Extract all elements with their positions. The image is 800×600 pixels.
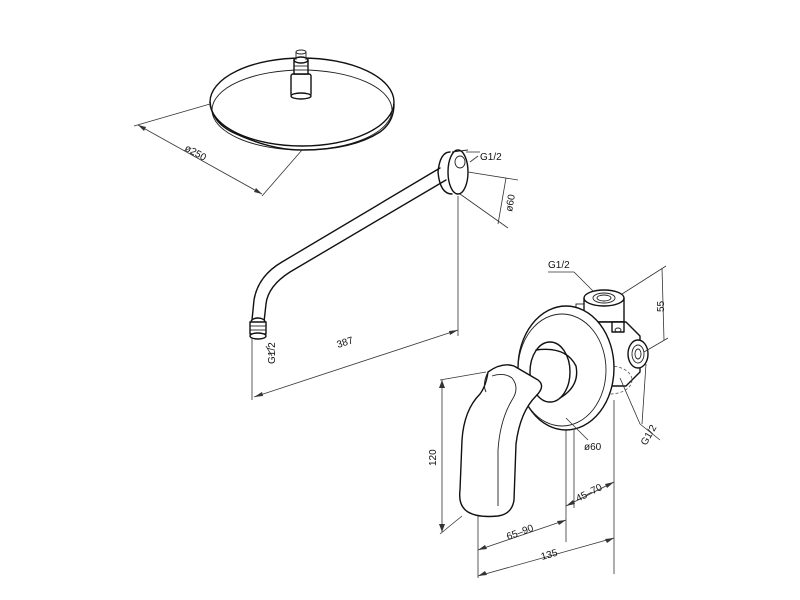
valve-height-label: 55 — [656, 300, 667, 312]
lever-handle — [458, 364, 543, 518]
arm-dimensions: G1/2 ø60 387 G1/2 — [251, 151, 519, 400]
arm-wall-flange — [437, 149, 469, 195]
trim-plate — [517, 305, 615, 431]
trim-diameter-label: ø60 — [584, 442, 602, 453]
depth-small-label: 45–70 — [574, 482, 604, 505]
arm-outlet-thread-label: G1/2 — [267, 342, 278, 364]
arm-thread-label: G1/2 — [480, 152, 502, 163]
depth-total-label: 135 — [540, 548, 559, 563]
valve-side-thread-label: G1/2 — [639, 423, 660, 448]
valve-top-thread-label: G1/2 — [548, 260, 570, 271]
arm-length-label: 387 — [336, 335, 356, 351]
head-connector — [290, 49, 312, 100]
depth-mid-label: 65–90 — [505, 523, 535, 543]
head-diameter-label: ø250 — [183, 143, 209, 164]
shower-head — [209, 49, 395, 151]
shower-arm — [249, 149, 469, 340]
handle-height-label: 120 — [428, 449, 439, 466]
arm-flange-diameter-label: ø60 — [504, 193, 518, 212]
